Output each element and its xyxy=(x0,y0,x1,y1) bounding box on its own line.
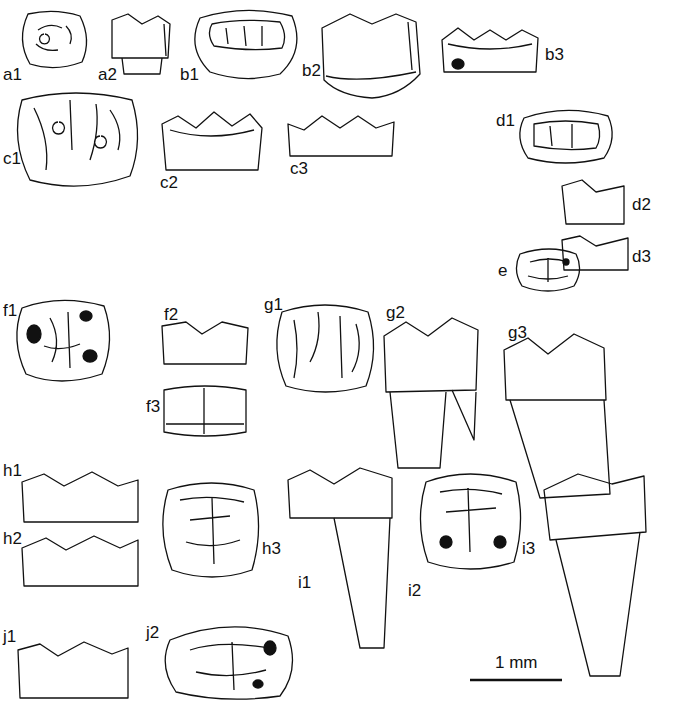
panel-label: h2 xyxy=(3,530,22,547)
panel-label: e xyxy=(498,262,507,279)
panel-label: h1 xyxy=(3,462,22,479)
panel-label: c3 xyxy=(290,160,308,177)
panel-label: c1 xyxy=(3,150,21,167)
panel-label: d1 xyxy=(496,112,515,129)
panel-label: c2 xyxy=(160,174,178,191)
panel-label: d3 xyxy=(632,248,651,265)
scale-bar xyxy=(470,679,562,682)
panel-label: f3 xyxy=(146,398,160,415)
panel-label: g3 xyxy=(508,324,527,341)
panel-label: f2 xyxy=(164,306,178,323)
panel-label: i1 xyxy=(298,574,311,591)
panel-label: b1 xyxy=(180,66,199,83)
panel-label: i2 xyxy=(408,582,421,599)
panel-label: g2 xyxy=(386,304,405,321)
panel-label: h3 xyxy=(262,540,281,557)
panel-label: g1 xyxy=(264,296,283,313)
panel-label: b2 xyxy=(302,62,321,79)
panel-label: i3 xyxy=(522,540,535,557)
panel-label: f1 xyxy=(3,302,17,319)
panel-label: j1 xyxy=(3,628,16,645)
panel-label: a1 xyxy=(3,66,22,83)
panel-label: d2 xyxy=(632,196,651,213)
panel-label: b3 xyxy=(545,46,564,63)
scale-label: 1 mm xyxy=(495,654,538,671)
panel-label: j2 xyxy=(146,624,159,641)
panel-label: a2 xyxy=(98,66,117,83)
